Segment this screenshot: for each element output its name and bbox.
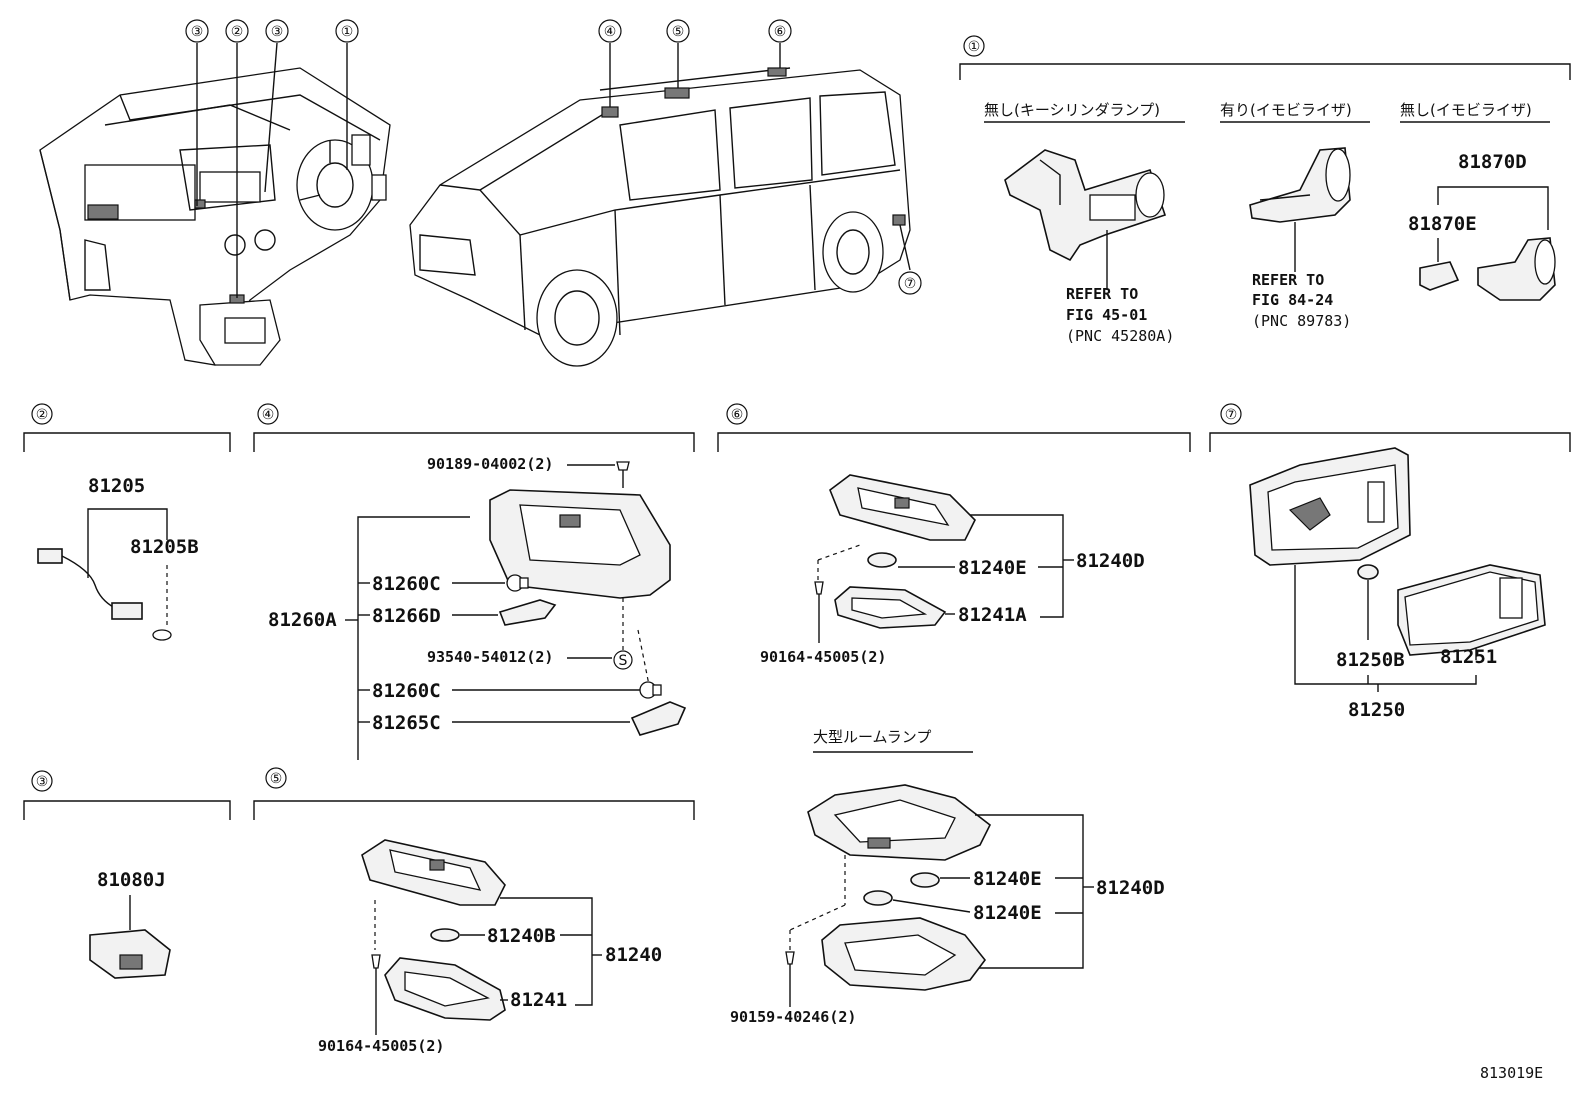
section-7-callout: ⑦ [1225,407,1238,423]
section-2: ② 81205 81205B [23,403,231,641]
callout-3: ③ [191,24,204,40]
part-81240E-s6: 81240E [958,557,1027,579]
part-90189-04002: 90189-04002(2) [427,455,553,473]
refer-a-line3: (PNC 45280A) [1066,327,1174,345]
part-81240B: 81240B [487,925,556,947]
section-3-callout: ③ [36,774,49,790]
part-81240D-s6: 81240D [1076,550,1145,572]
refer-a-line2: FIG 45-01 [1066,306,1147,324]
variant-no-immobilizer: 無し(イモビライザ) [1400,101,1532,119]
section-6: ⑥ 81240D 81240E 81241A 90164-45005(2) [717,403,1191,666]
refer-b-line3: (PNC 89783) [1252,312,1351,330]
callout-2: ② [231,24,244,40]
refer-a-line1: REFER TO [1066,285,1138,303]
part-93540-54012: 93540-54012(2) [427,648,553,666]
part-81205B: 81205B [130,536,199,558]
dashboard-illustration [39,67,391,366]
callout-1: ① [341,24,354,40]
section-4-callout: ④ [262,407,275,423]
part-81240: 81240 [605,944,662,966]
part-90164-45005-s6: 90164-45005(2) [760,648,886,666]
part-81205: 81205 [88,475,145,497]
callout-6: ⑥ [774,24,787,40]
part-81241: 81241 [510,989,567,1011]
part-81870D: 81870D [1458,151,1527,173]
part-81241A: 81241A [958,604,1027,626]
figure-id: 813019E [1480,1064,1543,1082]
part-81250B: 81250B [1336,649,1405,671]
section-4: ④ 90189-04002(2) 81260C 81266D 81260A 93… [253,403,695,760]
refer-b-line1: REFER TO [1252,271,1324,289]
van-illustration [409,67,911,367]
section-1-callout: ① [968,39,981,55]
section-1: ① 無し(キーシリンダランプ) 有り(イモビライザ) 無し(イモビライザ) RE… [959,35,1571,345]
screw-symbol: S [619,653,628,669]
part-81240E-large-a: 81240E [973,868,1042,890]
section-3: ③ 81080J [23,770,231,979]
part-81240E-large-b: 81240E [973,902,1042,924]
part-81260C-b: 81260C [372,680,441,702]
part-81080J: 81080J [97,869,166,891]
part-81260A: 81260A [268,609,337,631]
part-81240D-large: 81240D [1096,877,1165,899]
section-2-callout: ② [36,407,49,423]
section-5: ⑤ 81240 81240B 81241 90164-45005(2) [253,767,695,1055]
part-81266D: 81266D [372,605,441,627]
refer-b-line2: FIG 84-24 [1252,291,1333,309]
large-room-lamp: 大型ルームランプ 81240D 81240E 81240E 90159-4024… [730,728,1165,1026]
part-81250: 81250 [1348,699,1405,721]
section-7: ⑦ 81250B 81251 81250 [1209,403,1571,721]
callout-4: ④ [604,24,617,40]
section-5-callout: ⑤ [270,771,283,787]
part-90159-40246: 90159-40246(2) [730,1008,856,1026]
part-81251: 81251 [1440,646,1497,668]
part-81260C-a: 81260C [372,573,441,595]
callout-3: ③ [271,24,284,40]
part-90164-45005-s5: 90164-45005(2) [318,1037,444,1055]
variant-no-key-cylinder-lamp: 無し(キーシリンダランプ) [984,101,1160,119]
large-room-lamp-title: 大型ルームランプ [813,728,931,746]
callout-5: ⑤ [672,24,685,40]
variant-with-immobilizer: 有り(イモビライザ) [1220,101,1352,119]
part-81265C: 81265C [372,712,441,734]
part-81870E: 81870E [1408,213,1477,235]
callout-7: ⑦ [904,276,917,292]
section-6-callout: ⑥ [731,407,744,423]
